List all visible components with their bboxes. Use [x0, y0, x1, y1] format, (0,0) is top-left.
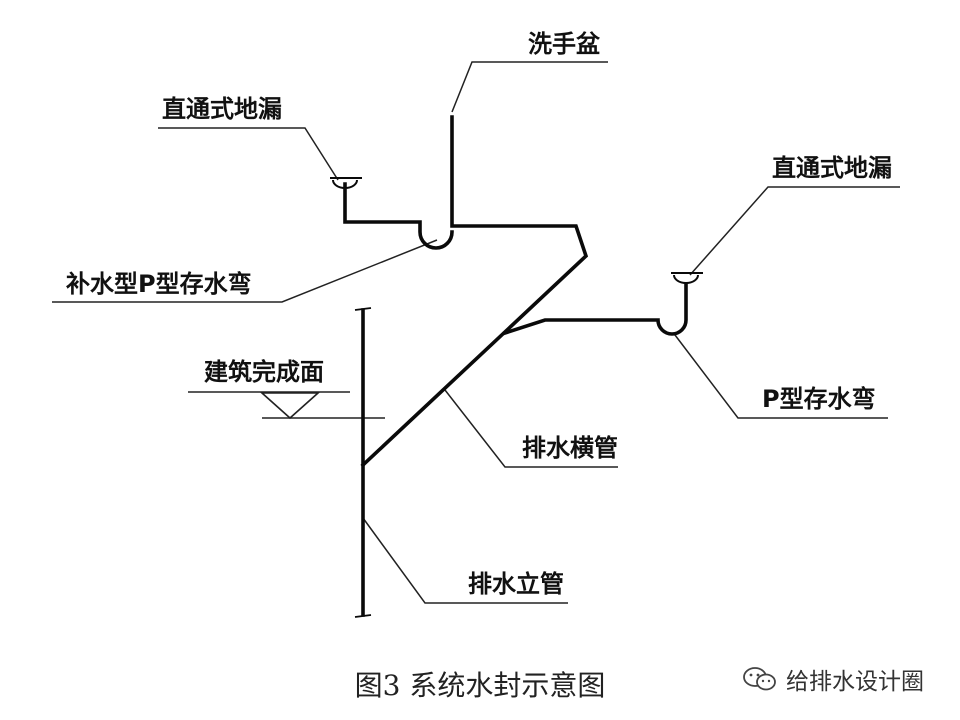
figure-caption: 图3 系统水封示意图	[354, 669, 606, 702]
label-finished-floor: 建筑完成面	[204, 358, 324, 386]
leader-horizontal-pipe	[444, 389, 618, 468]
leader-floor-drain-left	[158, 127, 339, 181]
leader-floor-drain-right	[689, 186, 900, 276]
watermark-text: 给排水设计圈	[786, 669, 924, 695]
stack-cap-top	[354, 307, 372, 311]
label-floor-drain-left: 直通式地漏	[162, 95, 282, 123]
label-floor-drain-right: 直通式地漏	[772, 154, 892, 182]
basin-riser	[360, 115, 589, 468]
stack-caps	[354, 307, 372, 618]
label-horizontal-pipe: 排水横管	[522, 434, 618, 462]
label-p-trap: P型存水弯	[762, 385, 876, 413]
watermark: 给排水设计圈	[742, 664, 924, 695]
level-triangle	[259, 392, 321, 420]
floor-drain-left-cup	[332, 179, 358, 189]
leader-lines	[52, 61, 900, 604]
floor-drain-right-cup	[673, 274, 699, 284]
leader-vertical-stack	[362, 517, 568, 604]
leader-p-trap	[674, 334, 888, 419]
floor-drain-left	[330, 177, 362, 189]
pipes	[343, 115, 688, 617]
stack-cap-bottom	[354, 614, 372, 618]
label-basin: 洗手盆	[528, 30, 600, 58]
leader-basin	[451, 61, 608, 113]
wechat-icon	[743, 667, 776, 691]
floor-drain-right	[671, 272, 703, 284]
leader-trap-refill	[52, 239, 438, 303]
right-branch-trap	[502, 282, 688, 336]
left-branch-trap	[343, 182, 454, 250]
label-trap-refill: 补水型P型存水弯	[66, 270, 252, 298]
label-vertical-stack: 排水立管	[468, 570, 564, 598]
finished-floor-symbol	[259, 392, 385, 420]
